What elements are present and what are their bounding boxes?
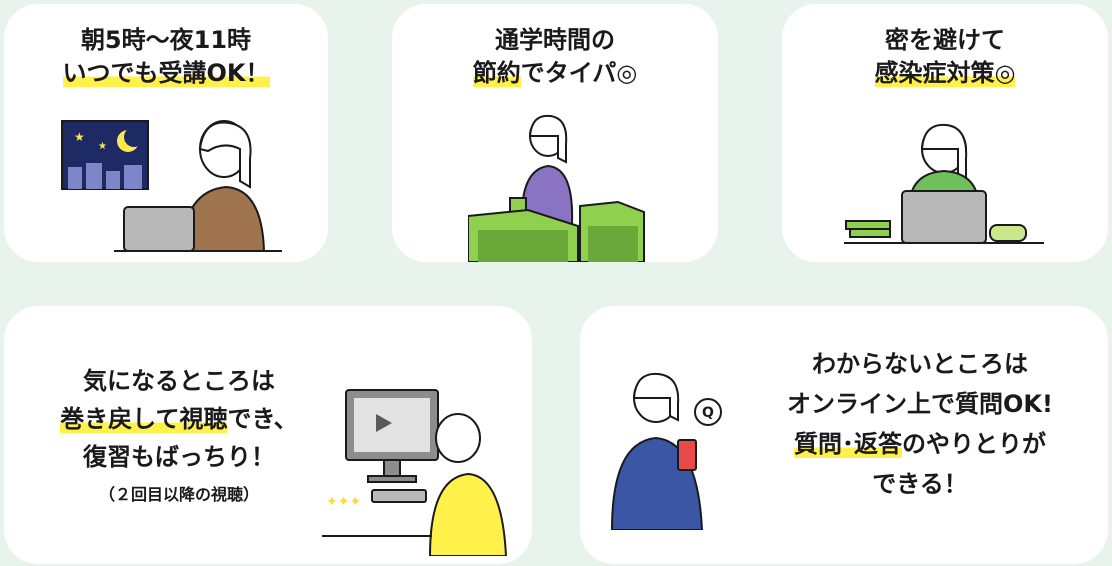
svg-text:★: ★ xyxy=(98,141,107,152)
title-note: （２回目以降の視聴） xyxy=(98,485,259,504)
title-line: 復習もばっちり！ xyxy=(83,443,275,471)
ticket-gate-illustration xyxy=(468,114,645,262)
svg-text:★: ★ xyxy=(74,130,85,144)
card-title: 気になるところは 巻き戻して視聴でき、 復習もばっちり！ （２回目以降の視聴） xyxy=(24,362,334,514)
svg-text:✦✦✦: ✦✦✦ xyxy=(326,494,361,510)
feature-card-anytime: 朝5時〜夜11時 いつでも受講OK！ ★ ★ xyxy=(4,4,328,262)
highlighted-text: 感染症対策◎ xyxy=(874,59,1016,87)
title-line: 密を避けて xyxy=(885,26,1005,54)
title-line: オンライン上で質問OK! xyxy=(787,390,1053,418)
highlighted-text: 質問･返答 xyxy=(794,430,902,458)
title-line: 気になるところは xyxy=(83,367,275,395)
title-line-rest: でタイパ◎ xyxy=(520,59,638,87)
feature-card-infection-control: 密を避けて 感染症対策◎ xyxy=(782,4,1108,262)
highlighted-text: 巻き戻して視聴 xyxy=(60,405,228,433)
home-study-illustration xyxy=(844,123,1044,244)
question-bubble-icon: Q xyxy=(702,405,714,421)
card-title: 朝5時〜夜11時 いつでも受講OK！ xyxy=(4,24,328,90)
card-title: わからないところは オンライン上で質問OK! 質問･返答のやりとりが できる！ xyxy=(740,344,1100,504)
title-line-rest: のやりとりが xyxy=(902,430,1046,458)
highlighted-text: いつでも受講OK！ xyxy=(62,59,270,87)
title-line: できる！ xyxy=(872,470,968,498)
desktop-video-illustration: ✦✦✦ xyxy=(322,389,508,556)
highlighted-text: 節約 xyxy=(472,59,521,87)
card-title: 密を避けて 感染症対策◎ xyxy=(782,24,1108,90)
smartphone-question-illustration: Q xyxy=(610,372,722,530)
feature-card-rewatch: 気になるところは 巻き戻して視聴でき、 復習もばっちり！ （２回目以降の視聴） … xyxy=(4,306,532,564)
title-line: 朝5時〜夜11時 xyxy=(80,26,252,54)
feature-card-time-saving: 通学時間の 節約でタイパ◎ xyxy=(392,4,718,262)
title-line-rest: でき、 xyxy=(227,405,298,433)
night-laptop-illustration: ★ ★ xyxy=(61,120,282,252)
feature-card-online-questions: Q わからないところは オンライン上で質問OK! 質問･返答のやりとりが できる… xyxy=(580,306,1108,564)
title-line: わからないところは xyxy=(812,350,1028,378)
title-line: 通学時間の xyxy=(495,26,615,54)
card-title: 通学時間の 節約でタイパ◎ xyxy=(392,24,718,90)
